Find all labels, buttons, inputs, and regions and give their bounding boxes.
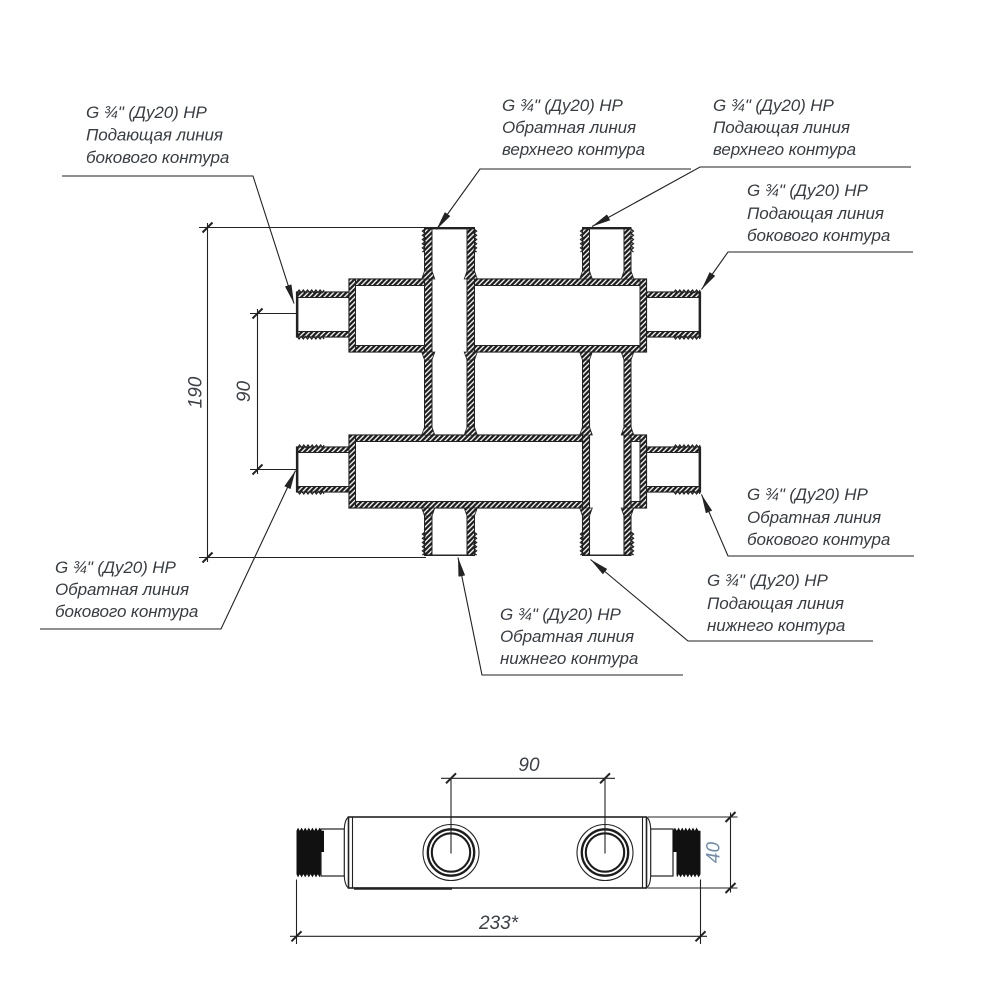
upper-manifold-body (348, 278, 648, 353)
leader-bottom-middle (457, 557, 683, 676)
upper-manifold (295, 278, 702, 353)
front-view: 90 233* 40 (290, 755, 738, 944)
callout-leaders (40, 166, 914, 676)
left-union-nut (296, 827, 345, 878)
callout-text: Обратная линия (500, 627, 634, 646)
callout-top-middle: G ¾" (Ду20) НР Обратная линия верхнего к… (502, 96, 645, 159)
callout-text: нижнего контура (500, 649, 638, 668)
dim-body-height: 40 (704, 842, 725, 864)
callout-top-right: G ¾" (Ду20) НР Подающая линия верхнего к… (713, 96, 856, 159)
leader-right-lower (700, 494, 914, 557)
callout-bottom-right: G ¾" (Ду20) НР Подающая линия нижнего ко… (707, 571, 845, 635)
callout-text: бокового контура (747, 530, 890, 549)
callout-text: Подающая линия (747, 204, 884, 223)
lower-manifold (295, 434, 702, 509)
right-riser-pipe-front (579, 420, 635, 556)
dimension-90-top-view: 90 (234, 307, 297, 476)
callout-text: G ¾" (Ду20) НР (713, 96, 834, 115)
dimension-40: 40 (648, 811, 738, 894)
dim-overall-length: 233* (478, 913, 519, 934)
callout-text: нижнего контура (707, 616, 845, 635)
callout-text: G ¾" (Ду20) НР (55, 558, 176, 577)
callout-top-left: G ¾" (Ду20) НР Подающая линия бокового к… (86, 103, 229, 167)
left-thread (296, 827, 324, 878)
callout-right-upper: G ¾" (Ду20) НР Подающая линия бокового к… (747, 181, 890, 245)
callout-text: верхнего контура (713, 140, 856, 159)
dimension-90-front-view: 90 (441, 755, 615, 854)
leader-top-right (591, 166, 911, 227)
leader-top-middle (436, 168, 691, 230)
callout-text: бокового контура (747, 226, 890, 245)
callout-text: Обратная линия (502, 118, 636, 137)
leader-bottom-right (590, 559, 873, 642)
callout-text: бокового контура (86, 148, 229, 167)
callout-bottom-middle: G ¾" (Ду20) НР Обратная линия нижнего ко… (500, 605, 638, 668)
callout-text: Подающая линия (707, 594, 844, 613)
leader-top-left (62, 175, 295, 304)
lower-left-nipple (295, 444, 351, 495)
callout-text: G ¾" (Ду20) НР (707, 571, 828, 590)
right-thread (673, 827, 701, 878)
leader-bottom-left (40, 470, 296, 630)
manifold-front-body (343, 816, 652, 890)
callout-text: Подающая линия (86, 126, 223, 145)
right-union-nut (650, 827, 701, 878)
callout-text: Подающая линия (713, 118, 850, 137)
callout-text: Обратная линия (747, 508, 881, 527)
callout-text: G ¾" (Ду20) НР (86, 103, 207, 122)
callout-right-lower: G ¾" (Ду20) НР Обратная линия бокового к… (747, 485, 890, 549)
dimension-190: 190 (186, 221, 432, 564)
callout-text: бокового контура (55, 602, 198, 621)
upper-right-nipple (644, 289, 702, 340)
dimension-233: 233* (290, 879, 707, 944)
upper-left-nipple (295, 289, 351, 340)
callout-text: G ¾" (Ду20) НР (747, 485, 868, 504)
callout-text: G ¾" (Ду20) НР (500, 605, 621, 624)
callout-text: верхнего контура (502, 140, 645, 159)
callout-bottom-left: G ¾" (Ду20) НР Обратная линия бокового к… (55, 558, 198, 621)
callout-text: G ¾" (Ду20) НР (502, 96, 623, 115)
dim-overall-height: 190 (186, 376, 207, 408)
callout-text: G ¾" (Ду20) НР (747, 181, 868, 200)
weld-fillets (421, 270, 635, 517)
dim-riser-spacing: 90 (234, 381, 255, 403)
lower-right-nipple (644, 444, 702, 495)
top-view: 190 90 G ¾" (Ду20) НР Подающая линия (40, 96, 914, 676)
leader-right-upper (701, 251, 913, 290)
dim-port-spacing: 90 (518, 755, 540, 776)
callout-text: Обратная линия (55, 580, 189, 599)
